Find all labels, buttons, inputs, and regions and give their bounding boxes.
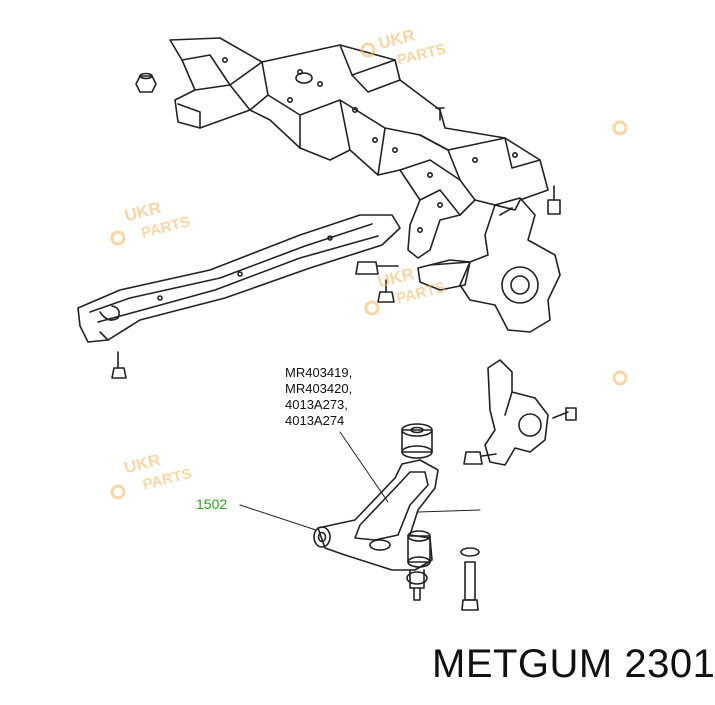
part-code: 4013A273, — [285, 397, 348, 412]
exploded-parts-drawing: UKR PARTS UKR PARTS UKR PARTS UKR PARTS — [77, 26, 628, 611]
gear-icon — [110, 484, 126, 500]
gear-icon — [612, 370, 628, 386]
bolt-left-top — [135, 72, 157, 93]
ball-joint — [406, 569, 428, 601]
watermark-layer: UKR PARTS UKR PARTS UKR PARTS UKR PARTS — [110, 26, 628, 500]
gear-icon — [360, 42, 376, 58]
steering-knuckle-upper — [417, 197, 561, 333]
bolt-knuckle — [463, 407, 577, 465]
lower-brace-rail — [77, 214, 401, 343]
lower-control-arm — [313, 459, 439, 571]
part-code: MR403419, — [285, 365, 353, 380]
reference-number-label: 1502 — [196, 496, 228, 512]
subframe-crossmember — [169, 37, 549, 259]
bolt-brace-right — [355, 261, 399, 303]
bolt-brace-left — [111, 351, 127, 379]
rear-bushing — [407, 530, 431, 568]
part-code: 4013A274 — [285, 413, 345, 428]
leader-lines — [239, 431, 481, 531]
bolt-rear — [460, 547, 480, 611]
gear-icon — [364, 300, 380, 316]
bolt-right-top — [547, 185, 561, 215]
brand-part-caption: METGUM 2301 — [432, 642, 715, 686]
diagram-canvas: UKR PARTS UKR PARTS UKR PARTS UKR PARTS — [77, 26, 715, 686]
steering-knuckle-lower — [484, 359, 549, 466]
rubber-mount — [401, 423, 433, 459]
part-codes-callout: MR403419, MR403420, 4013A273, 4013A274 — [285, 365, 352, 429]
gear-icon — [612, 120, 628, 136]
gear-icon — [110, 230, 126, 246]
part-code: MR403420, — [285, 381, 353, 396]
